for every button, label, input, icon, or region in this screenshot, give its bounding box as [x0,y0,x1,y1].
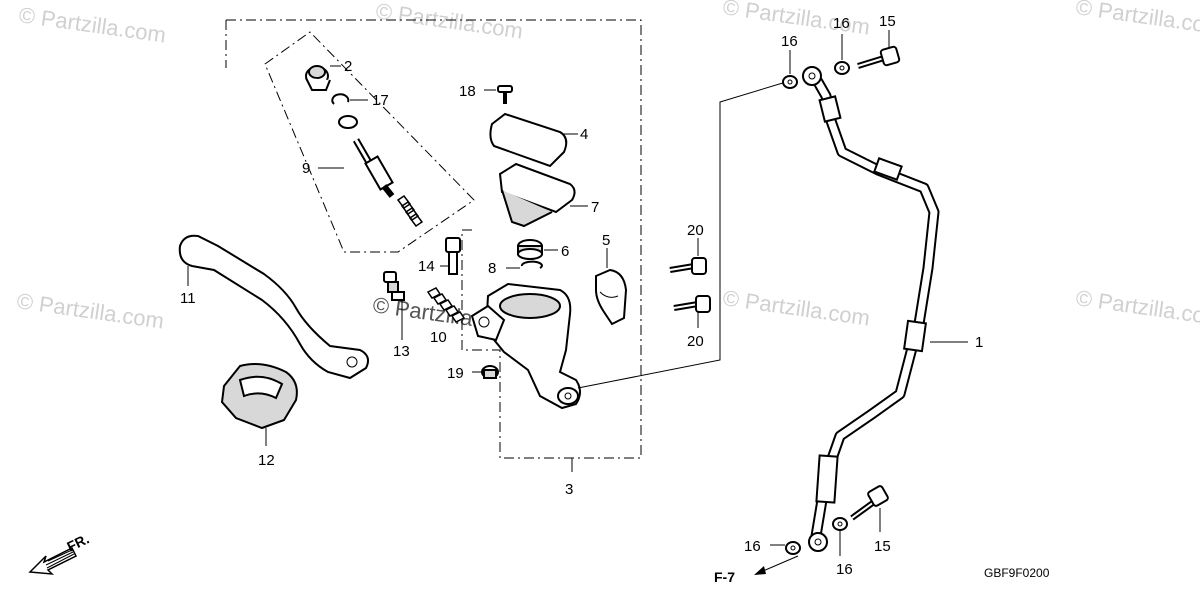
brake-hose-part [802,66,940,552]
callout-2: 2 [344,58,352,75]
callout-1: 1 [975,334,983,351]
piston-set-outline [264,31,475,253]
brake-lever-part [178,234,369,380]
forward-arrow-icon [28,546,78,575]
callout-11: 11 [180,290,196,307]
callout-13: 13 [393,343,410,360]
callout-6: 6 [561,243,569,260]
lever-cover-part [220,363,298,430]
clip-8-part [521,260,543,269]
callout-16c: 16 [744,538,761,555]
washer-16-top-left [782,75,798,89]
piston-set-part [338,115,424,228]
callout-4: 4 [580,126,588,143]
washer-16-bottom-right [832,517,848,531]
bolt-15-bottom [850,485,889,521]
plate-6-part [517,239,543,260]
boot-part [305,65,331,91]
watermark: © Partzilla.com [374,0,524,44]
pivot-bolt-part [445,237,461,275]
callout-19: 19 [447,365,464,382]
callout-20a: 20 [687,222,704,239]
callout-20b: 20 [687,333,704,350]
callout-10: 10 [430,329,447,346]
watermark: © Partzilla.com [15,288,165,333]
circlip-part [331,93,350,105]
callout-9: 9 [302,160,310,177]
washer-16-bottom-left [785,541,801,555]
watermark: © Partzilla.com [1074,285,1200,330]
assembly-outline [226,19,642,459]
callout-7: 7 [591,199,599,216]
callout-17: 17 [372,92,389,109]
callout-16d: 16 [836,561,853,578]
callout-18: 18 [459,83,476,100]
callout-3: 3 [565,481,573,498]
callout-12: 12 [258,452,275,469]
callout-15a: 15 [879,13,896,30]
spring-part [426,287,466,323]
bolt-15-top [857,45,901,69]
leader-hose-connection [577,81,787,389]
callout-8: 8 [488,260,496,277]
callout-16b: 16 [833,15,850,32]
master-cylinder-part [470,282,581,410]
watermark: © Partzilla.com [721,285,871,330]
bolt-20-upper [669,257,707,275]
diagram-code: GBF9F0200 [984,566,1050,580]
screw-19-part [481,365,499,379]
callout-15b: 15 [874,538,891,555]
ref-arrow-head-icon [754,566,766,575]
reservoir-cap-part [489,112,568,168]
watermark: © Partzilla.com [1074,0,1200,40]
diaphragm-part [498,162,576,228]
callout-5: 5 [602,232,610,249]
switch-part [383,271,405,301]
bolt-20-lower [673,295,711,313]
callout-14: 14 [418,258,435,275]
ref-label: F-7 [714,569,735,585]
watermark: © Partzilla.com [17,2,167,47]
lever-pivot-hole [346,356,358,368]
callout-16a: 16 [781,33,798,50]
washer-16-top-right [834,61,850,75]
screw-18-part [497,85,513,104]
